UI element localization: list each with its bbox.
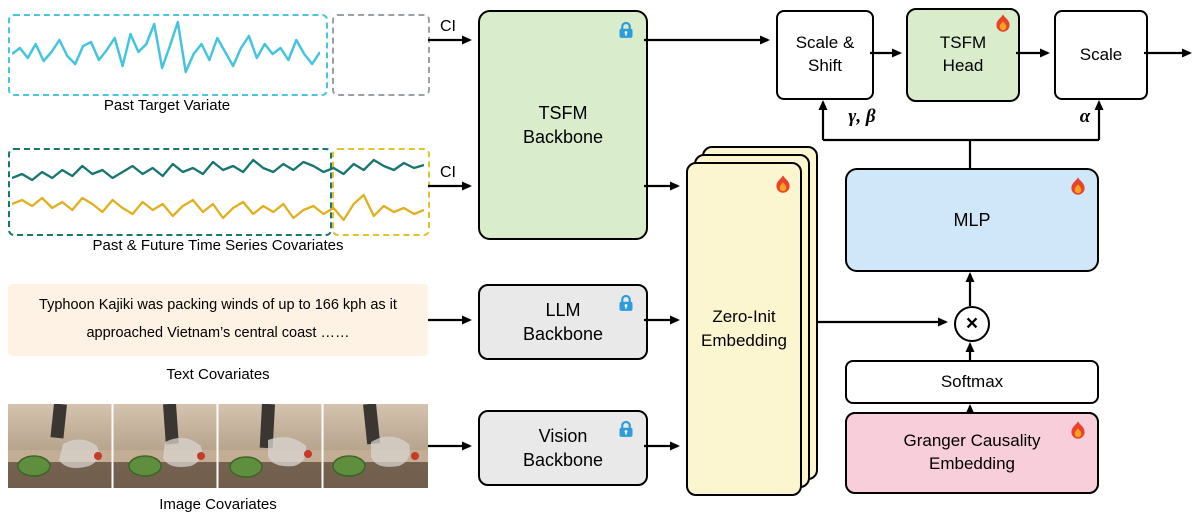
image-covariates-strip: [8, 404, 428, 488]
flame-icon: [1067, 420, 1089, 442]
lock-icon: [616, 293, 636, 313]
past-target-window: [8, 14, 328, 96]
granger-causality-block: Granger Causality Embedding: [845, 412, 1099, 494]
photo-frame: [323, 404, 428, 488]
zero-init-embedding-label: Zero-Init Embedding: [700, 307, 787, 350]
past-target-caption: Past Target Variate: [103, 97, 231, 114]
flame-icon: [992, 13, 1014, 35]
lock-icon: [616, 20, 636, 40]
gamma-beta-label: γ, β: [848, 106, 876, 127]
flame-icon: [1067, 176, 1089, 198]
flame-icon: [772, 174, 794, 196]
scale-block: Scale: [1054, 10, 1148, 100]
text-covariates-caption: Text Covariates: [166, 366, 270, 383]
tsfm-backbone-label: TSFM Backbone: [522, 102, 604, 147]
lock-icon: [616, 419, 636, 439]
multiply-symbol: ×: [965, 312, 979, 335]
llm-backbone-block: LLM Backbone: [478, 284, 648, 360]
channel-independence-label-bottom: CI: [440, 164, 456, 181]
channel-independence-label-top: CI: [440, 18, 456, 35]
vision-backbone-block: Vision Backbone: [478, 410, 648, 486]
vision-backbone-label: Vision Backbone: [522, 425, 604, 470]
llm-backbone-label: LLM Backbone: [522, 299, 604, 344]
mlp-block: MLP: [845, 168, 1099, 272]
scale-label: Scale: [1079, 44, 1123, 64]
photo-frame: [113, 404, 217, 488]
multiply-operator: ×: [954, 306, 990, 342]
alpha-label: α: [1079, 106, 1091, 127]
scale-shift-block: Scale & Shift: [776, 10, 874, 100]
future-target-window: [332, 14, 430, 96]
past-covariates-window: [8, 148, 332, 236]
text-covariates-card: Typhoon Kajiki was packing winds of up t…: [8, 284, 428, 356]
softmax-block: Softmax: [845, 360, 1099, 404]
softmax-label: Softmax: [940, 371, 1004, 391]
image-covariates-caption: Image Covariates: [159, 496, 277, 513]
future-covariates-window: [332, 148, 430, 236]
photo-frame: [8, 404, 112, 488]
tsfm-head-block: TSFM Head: [906, 8, 1020, 102]
tsfm-backbone-block: TSFM Backbone: [478, 10, 648, 240]
photo-frame: [218, 404, 322, 488]
scale-shift-label: Scale & Shift: [795, 33, 855, 75]
covariates-caption: Past & Future Time Series Covariates: [92, 237, 344, 254]
granger-causality-label: Granger Causality Embedding: [903, 431, 1041, 473]
tsfm-head-label: TSFM Head: [939, 33, 987, 75]
text-covariates-content: Typhoon Kajiki was packing winds of up t…: [39, 297, 397, 341]
zero-init-embedding-block: Zero-Init Embedding: [686, 162, 802, 496]
mlp-label: MLP: [953, 209, 991, 230]
